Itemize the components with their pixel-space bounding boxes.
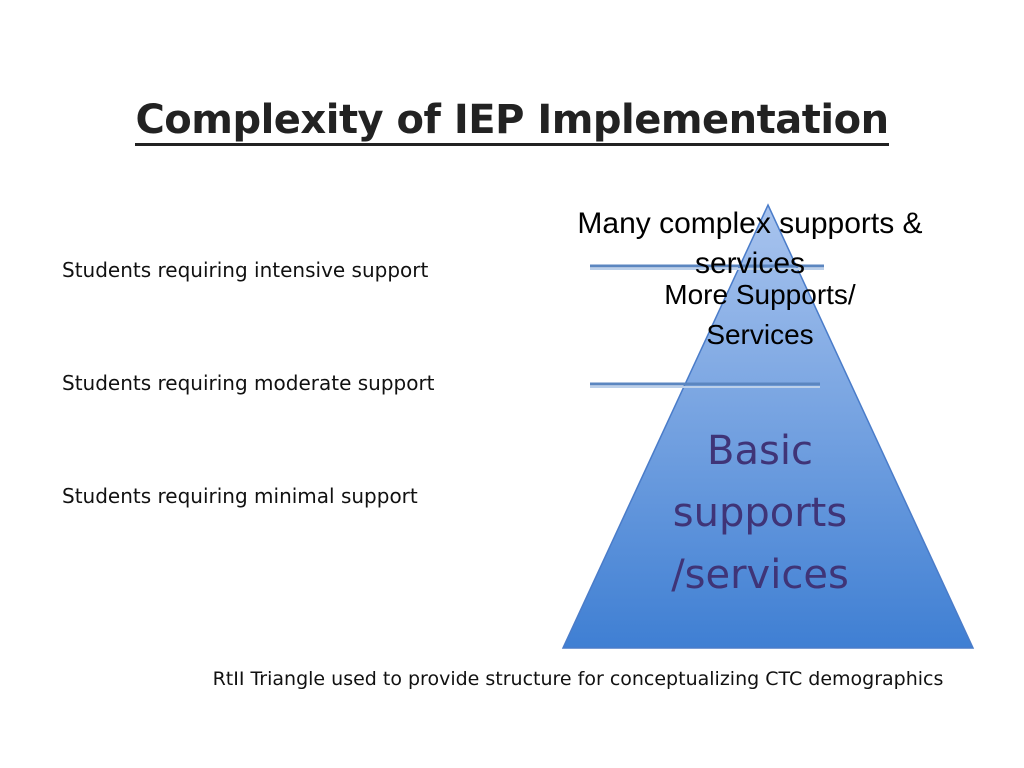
tier-middle-label: More Supports/ Services [664,279,856,350]
level-label-minimal: Students requiring minimal support [62,484,418,508]
slide-title: Complexity of IEP Implementation [0,92,1024,148]
level-label-moderate: Students requiring moderate support [62,371,435,395]
slide-caption: RtII Triangle used to provide structure … [212,668,944,690]
tier-top-label: Many complex supports & services [577,207,923,280]
tier-base-label: Basic supports /services [671,428,849,598]
triangle-shape [561,203,975,649]
level-label-intensive: Students requiring intensive support [62,258,429,282]
